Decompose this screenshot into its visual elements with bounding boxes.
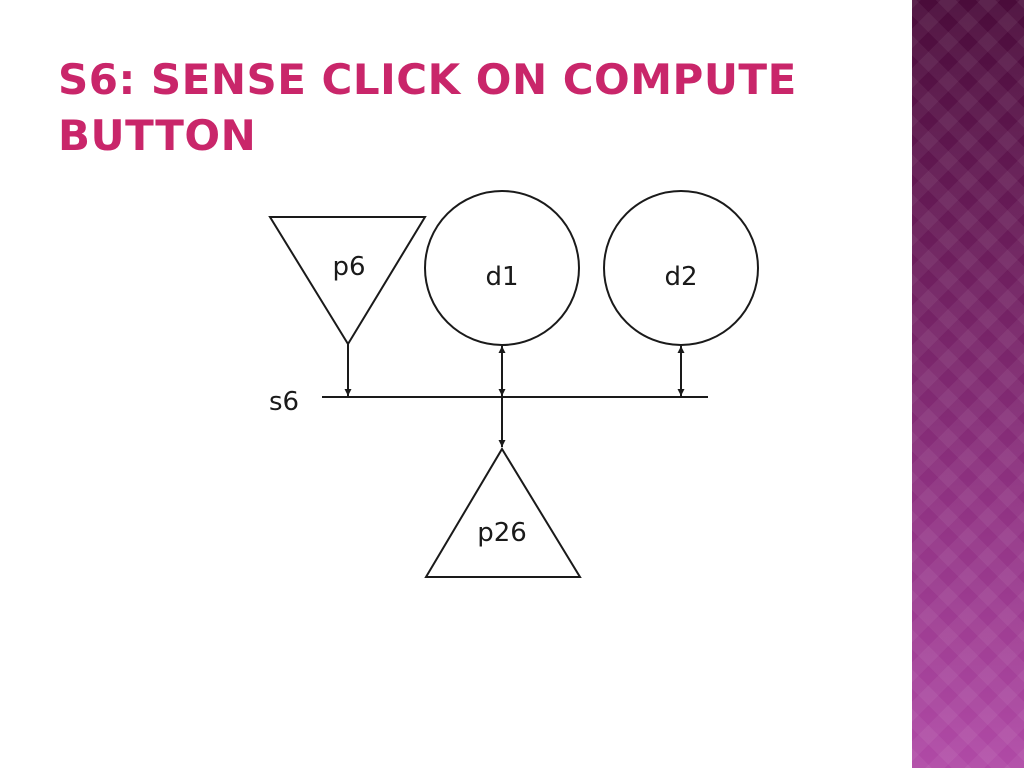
data-d1-label: d1 <box>485 262 518 292</box>
place-p6-label: p6 <box>332 252 365 282</box>
data-d2-label: d2 <box>664 262 697 292</box>
diagram: p6 d1 d2 s6 p26 <box>268 190 759 578</box>
decorative-side-band <box>912 0 1024 768</box>
step-s6-label: s6 <box>269 387 299 417</box>
data-d2-circle <box>603 190 759 346</box>
place-p26-label: p26 <box>477 518 527 548</box>
slide-title: S6: SENSE CLICK ON COMPUTE BUTTON <box>58 55 797 160</box>
place-p26-triangle <box>424 447 582 578</box>
side-band-pattern <box>912 0 1024 768</box>
place-p6-triangle <box>268 216 427 346</box>
data-d1-circle <box>424 190 580 346</box>
